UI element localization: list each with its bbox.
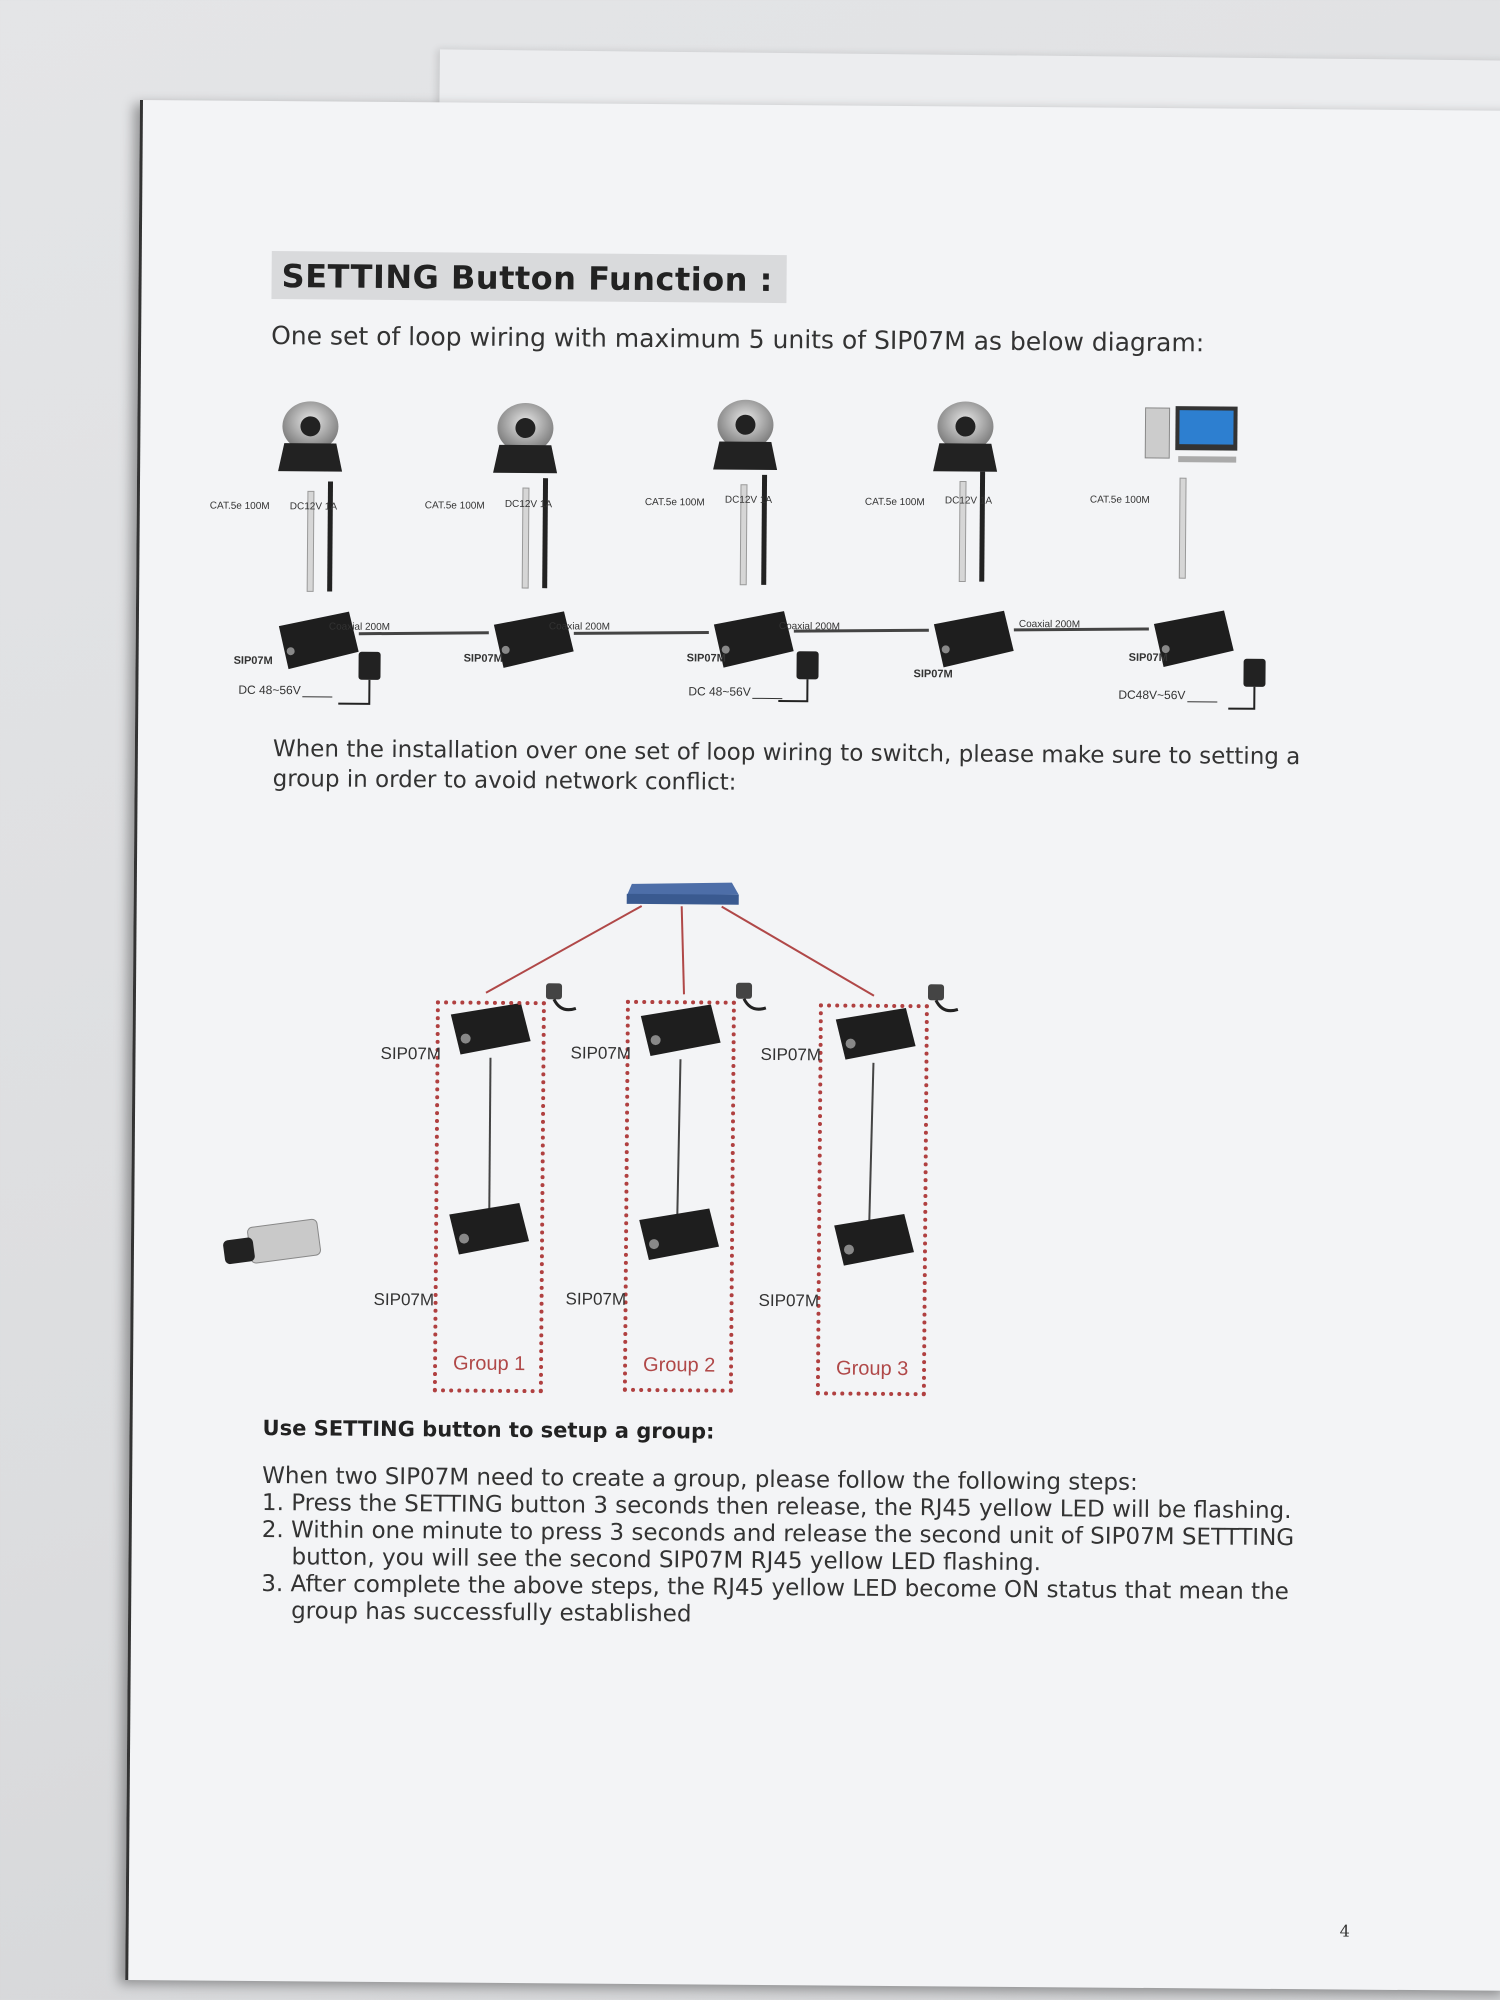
group-2-box	[622, 999, 736, 1393]
sip07m-label: SIP07M	[570, 1043, 632, 1063]
sip07m-label: SIP07M	[373, 1289, 435, 1310]
dc12-label: DC12V 1A	[289, 501, 338, 513]
sip07m-device	[449, 1203, 530, 1255]
cat-label: CAT.5e 100M	[644, 496, 705, 509]
group-2-label: Group 2	[642, 1353, 716, 1377]
dc12-label: DC12V 1A	[944, 495, 993, 507]
page-number: 4	[1339, 1921, 1350, 1941]
group-1-label: Group 1	[452, 1352, 526, 1376]
ip-camera-icon	[493, 403, 558, 474]
uplink-lines	[485, 905, 875, 997]
coax-label: Coaxial 200M	[778, 621, 841, 633]
dc12-label: DC12V 1A	[724, 494, 773, 506]
network-switch-icon	[626, 882, 739, 905]
power-adapter-icon	[735, 982, 767, 1011]
sip07m-device	[640, 1004, 721, 1057]
sip07m-device	[713, 611, 794, 668]
sip07m-label: SIP07M	[1128, 651, 1168, 665]
sip07m-device	[450, 1003, 531, 1055]
dc-supply-label: DC 48~56V	[688, 684, 783, 700]
coaxial-cable	[358, 627, 1149, 636]
manual-page: SETTING Button Function : One set of loo…	[125, 100, 1500, 1991]
cat-label: CAT.5e 100M	[424, 500, 485, 512]
coax-label: Coaxial 200M	[548, 621, 611, 633]
power-adapter-icon	[927, 984, 959, 1013]
sip07m-device	[835, 1008, 916, 1060]
box-camera-icon	[223, 1218, 321, 1265]
sip07m-label: SIP07M	[758, 1290, 820, 1311]
cat-label: CAT.5e 100M	[864, 496, 925, 509]
sip07m-device	[933, 610, 1014, 668]
install-note: When the installation over one set of lo…	[272, 736, 1301, 796]
group-1-box	[432, 1000, 546, 1394]
dc12-label: DC12V 1A	[504, 498, 553, 511]
power-adapter-icon	[1228, 658, 1266, 710]
sip07m-device	[639, 1208, 720, 1261]
sip07m-device	[1153, 610, 1234, 668]
ip-camera-icon	[933, 401, 998, 472]
setup-heading: Use SETTING button to setup a group:	[262, 1416, 715, 1444]
sip07m-label: SIP07M	[913, 668, 953, 681]
group-diagram	[223, 882, 959, 1266]
coax-label: Coaxial 200M	[1018, 618, 1081, 631]
group-3-box	[815, 1003, 929, 1397]
sip07m-label: SIP07M	[380, 1043, 442, 1064]
computer-icon	[1144, 406, 1238, 463]
sip07m-label: SIP07M	[760, 1044, 822, 1065]
cat-label: CAT.5e 100M	[209, 500, 270, 513]
cable-set	[306, 471, 1187, 592]
coaxial-link	[488, 1057, 875, 1226]
group-3-label: Group 3	[835, 1357, 909, 1381]
sip07m-label: SIP07M	[233, 654, 273, 668]
dc-supply-label: DC 48~56V	[238, 683, 333, 698]
power-adapter-icon	[778, 651, 819, 703]
power-adapter-icon	[545, 983, 577, 1012]
loop-wiring-diagram	[278, 399, 1266, 710]
sip07m-label: SIP07M	[463, 652, 503, 665]
ip-camera-icon	[713, 399, 778, 471]
coax-label: Coaxial 200M	[328, 621, 391, 633]
cat-label: CAT.5e 100M	[1089, 494, 1150, 506]
sip07m-device	[834, 1214, 914, 1266]
sip07m-device	[278, 611, 359, 670]
section-heading: SETTING Button Function :	[271, 251, 788, 304]
sip07m-label: SIP07M	[565, 1289, 627, 1309]
sip07m-device	[493, 611, 574, 668]
power-adapter-icon	[338, 651, 381, 705]
dc-supply-label: DC48V~56V	[1118, 688, 1218, 703]
sip07m-label: SIP07M	[686, 652, 726, 665]
ip-camera-icon	[278, 401, 343, 472]
